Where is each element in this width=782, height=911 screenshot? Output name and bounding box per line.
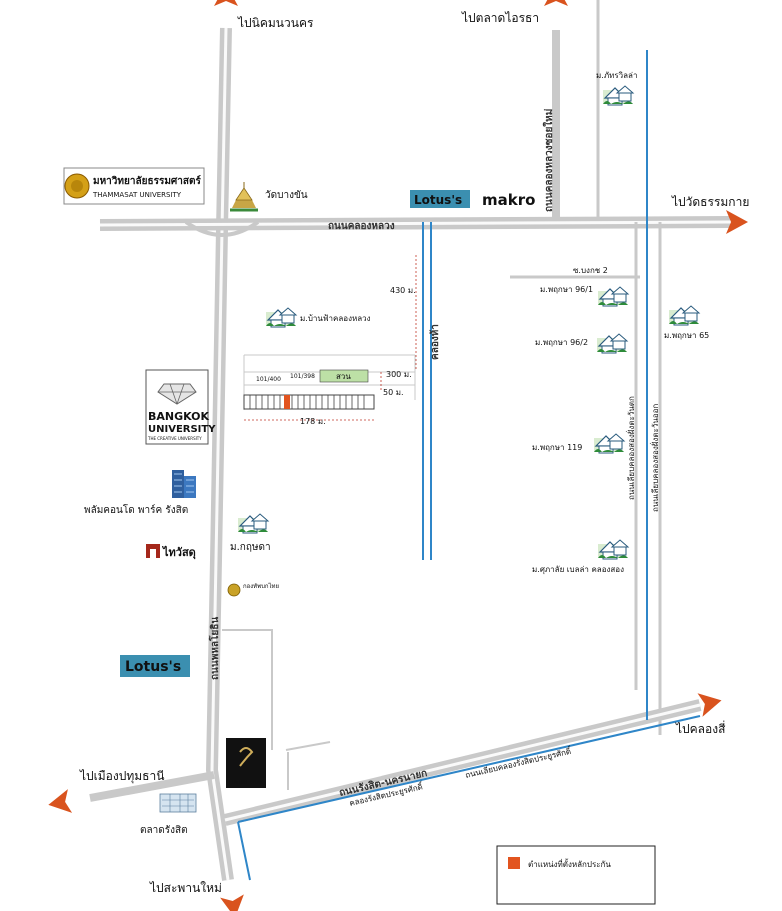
road-phahonyothin	[205, 27, 234, 881]
lotus-top-text: Lotus's	[414, 193, 462, 207]
legend-label: ตำแหน่งที่ตั้งหลักประกัน	[528, 858, 611, 869]
market-icon	[159, 793, 197, 813]
lotus-logo-bottom: Lotus's	[120, 655, 190, 677]
label-lot-left: 101/400	[256, 376, 281, 383]
label-wat: วัดบางขัน	[265, 190, 308, 201]
temple-icon	[230, 182, 258, 212]
bu-text-2: UNIVERSITY	[148, 424, 216, 435]
label-army: กองทัพบกไทย	[243, 582, 279, 590]
thammasat-name-thai: มหาวิทยาลัยธรรมศาสตร์	[93, 175, 201, 187]
label-dist-50: 50 ม.	[383, 388, 404, 397]
house-icon	[597, 286, 629, 307]
house-icon	[597, 539, 629, 560]
house-icon	[596, 333, 628, 354]
label-north-right: ไปตลาดไอรธา	[461, 11, 539, 25]
collateral-marker	[284, 395, 290, 409]
legend-marker	[508, 857, 520, 869]
label-dist-178: 178 ม.	[300, 417, 326, 426]
label-pruksa-96-2: ม.พฤกษา 96/2	[535, 338, 588, 347]
house-icon	[593, 433, 625, 454]
label-road-phahonyothin: ถนนพหลโยธิน	[208, 617, 221, 680]
lotus-bottom-text: Lotus's	[125, 659, 181, 675]
thammasat-logo: มหาวิทยาลัยธรรมศาสตร์ THAMMASAT UNIVERSI…	[63, 167, 205, 205]
label-road-soi-mai: ถนนคลองหลวงซอยใหม่	[542, 109, 555, 212]
label-west: ไปเมืองปทุมธานี	[79, 769, 164, 784]
canal-rangsit	[237, 715, 701, 823]
label-pruksa-96-1: ม.พฤกษา 96/1	[540, 285, 593, 294]
label-road-khlong-luang: ถนนคลองหลวง	[328, 221, 395, 232]
house-icon	[668, 305, 700, 326]
label-dist-300: 300 ม.	[386, 370, 412, 379]
building-icon	[172, 470, 196, 498]
label-m-pruksa: ม.กฤษดา	[230, 542, 271, 553]
label-pruksa-65: ม.พฤกษา 65	[664, 331, 709, 340]
lotus-logo-top: Lotus's	[410, 190, 470, 208]
roads	[89, 0, 731, 881]
label-garden: สวน	[336, 372, 351, 381]
thammasat-name-en: THAMMASAT UNIVERSITY	[92, 191, 182, 199]
label-east-bottom: ไปคลองสี่	[675, 720, 726, 736]
label-m-supalai: ม.ศุภาลัย เบลล่า คลองสอง	[532, 565, 624, 574]
army-emblem-icon	[227, 583, 241, 597]
house-icon	[602, 85, 634, 106]
bu-text-1: BANGKOK	[148, 410, 210, 423]
future-park-logo: FUTURE PARK	[226, 738, 266, 788]
label-pruksa-119: ม.พฤกษา 119	[532, 443, 582, 452]
canals	[237, 50, 701, 881]
garden-plot	[319, 369, 369, 383]
label-road-khlong-song-west: ถนนเลียบคลองสองฝั่งตะวันตก	[625, 396, 636, 500]
property-plot: สวน 101/400 101/398 430 ม. 300 ม. 50 ม. …	[243, 255, 417, 426]
label-canal-khlong-ha: คลองห้า	[429, 324, 441, 360]
makro-logo: makro	[482, 191, 535, 209]
label-dist-430: 430 ม.	[390, 286, 416, 295]
label-condo: พลัมคอนโด พาร์ค รังสิต	[84, 503, 188, 516]
arrow-south	[220, 894, 247, 911]
legend: ตำแหน่งที่ตั้งหลักประกัน	[496, 845, 656, 905]
label-m-kannika: ม.ภัทรวิลล่า	[596, 71, 637, 80]
label-rangsit-market: ตลาดรังสิต	[140, 825, 188, 836]
arrow-north-left	[214, 0, 238, 6]
label-south: ไปสะพานใหม่	[149, 881, 222, 895]
house-icon	[237, 513, 269, 534]
arrow-east-bottom	[697, 688, 725, 717]
label-road-soi-bongkot: ซ.บงกช 2	[573, 266, 608, 275]
bu-tagline: THE CREATIVE UNIVERSITY	[147, 436, 202, 441]
bangkok-university-logo: BANGKOK UNIVERSITY THE CREATIVE UNIVERSI…	[145, 369, 216, 445]
future-park-text: FUTURE PARK	[229, 780, 264, 786]
label-road-khlong-song-east: ถนนเลียบคลองสองฝั่งตะวันออก	[649, 404, 660, 512]
house-icon	[265, 307, 297, 328]
label-north-left: ไปนิคมนวนคร	[237, 16, 314, 30]
arrow-north-right	[544, 0, 568, 6]
label-m-ban-fa: ม.บ้านฟ้าคลองหลวง	[300, 314, 371, 323]
arrow-west	[46, 789, 73, 817]
label-east-top: ไปวัดธรรมกาย	[671, 195, 749, 209]
label-lot-right: 101/398	[290, 373, 315, 380]
label-thaiwatsadu: ไทวัสดุ	[161, 545, 196, 560]
